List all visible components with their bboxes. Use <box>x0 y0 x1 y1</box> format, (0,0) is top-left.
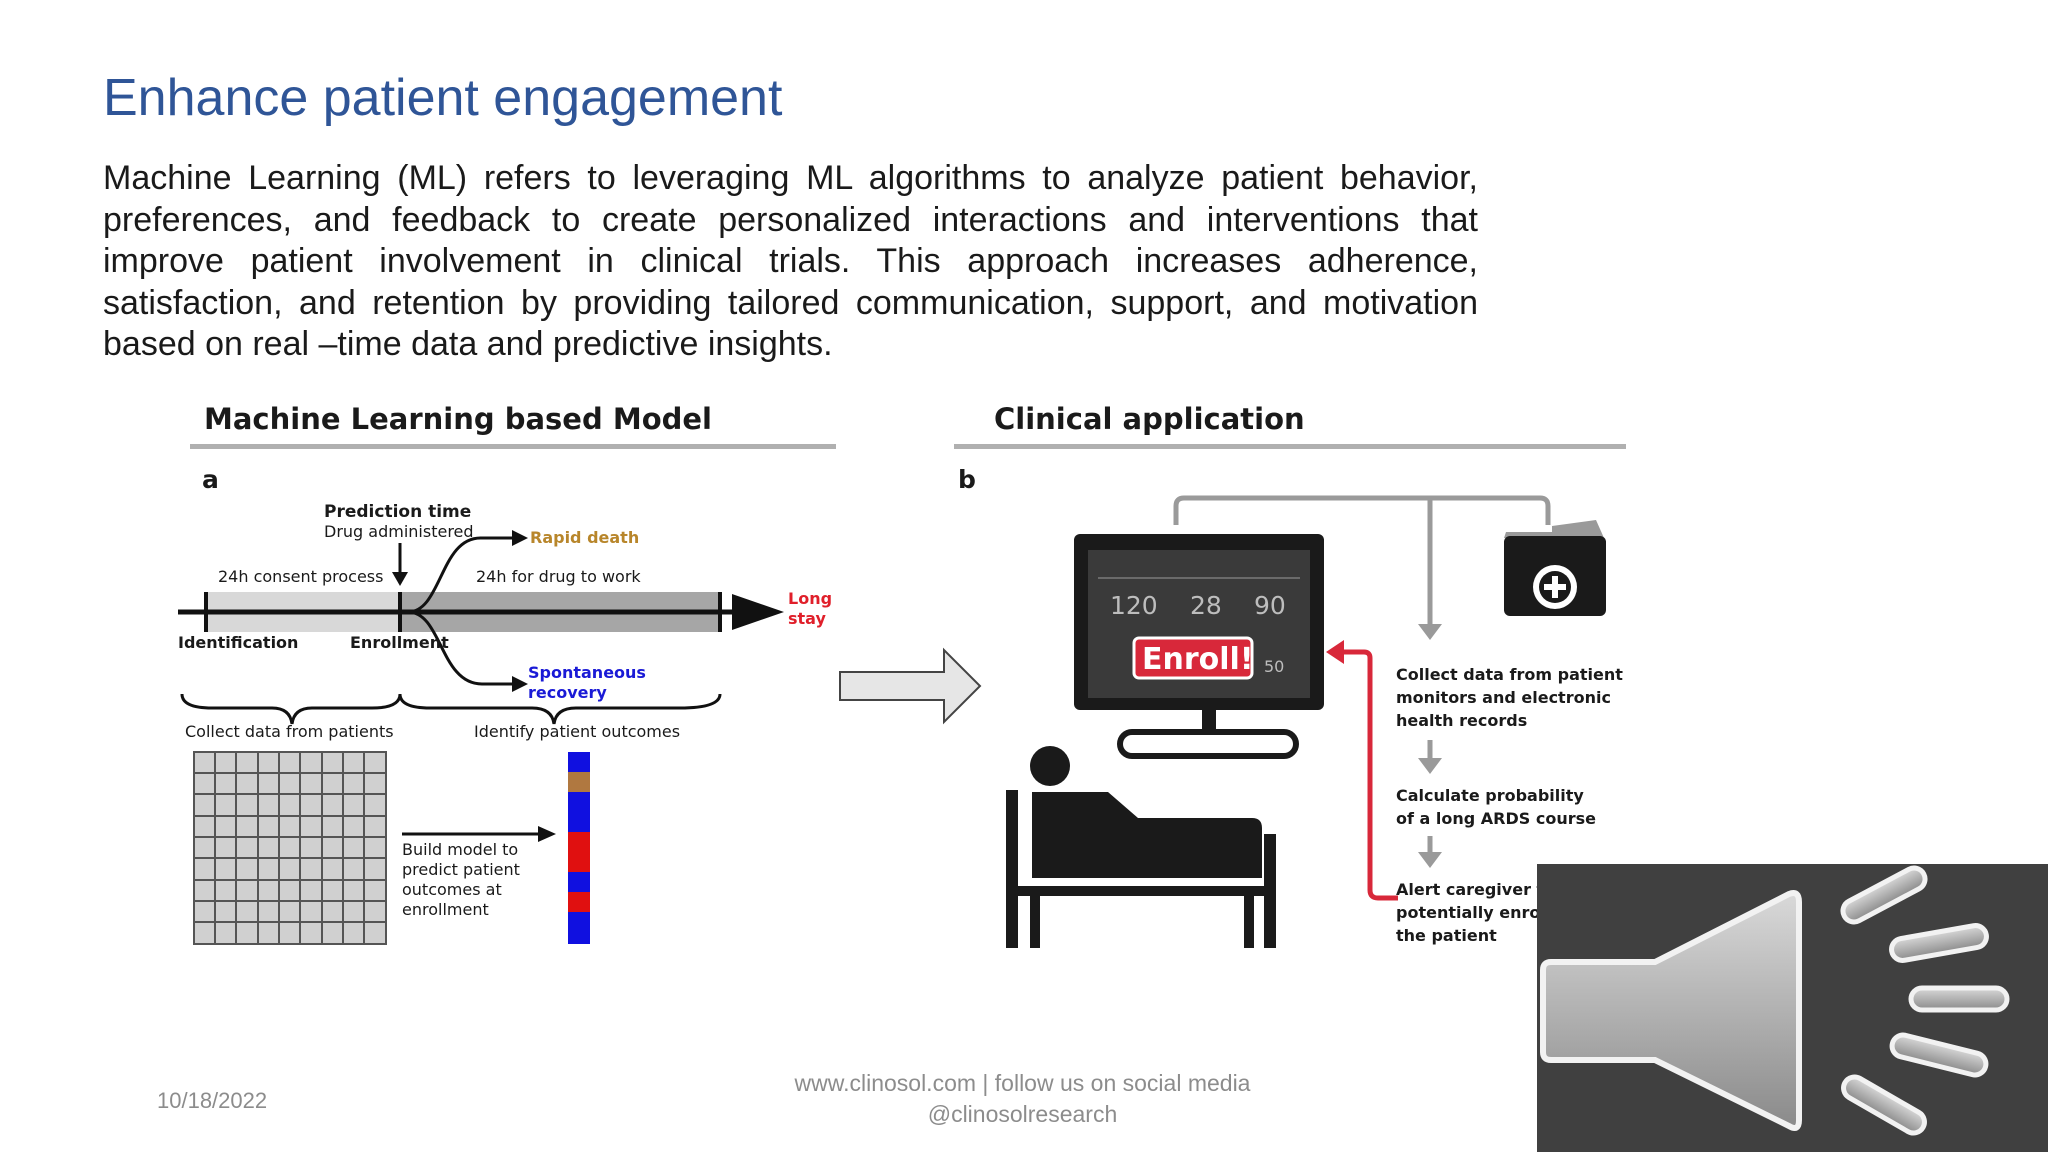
left-heading-rule <box>190 444 836 449</box>
patient-bed-icon <box>1006 746 1276 948</box>
drug-work-label: 24h for drug to work <box>476 567 641 586</box>
identify-brace <box>398 693 722 725</box>
panel-letter-a: a <box>202 465 219 494</box>
footer-social: www.clinosol.com | follow us on social m… <box>760 1068 1285 1130</box>
health-record-folder-icon <box>1504 520 1606 616</box>
enrollment-label: Enrollment <box>350 633 449 652</box>
monitor-value-2: 28 <box>1190 591 1222 620</box>
recovery-path <box>407 610 516 686</box>
monitor-value-3: 90 <box>1254 591 1286 620</box>
prediction-time-label: Prediction time <box>324 502 471 522</box>
enroll-alert-label: Enroll! <box>1142 642 1254 677</box>
timeline-drug-bar-lower <box>400 612 720 632</box>
center-flow-arrow <box>839 647 982 725</box>
monitor-value-4: 50 <box>1264 657 1284 676</box>
patient-data-grid <box>193 751 387 945</box>
slide-body-text: Machine Learning (ML) refers to leveragi… <box>103 159 1478 363</box>
step3-line1: Alert caregiver to <box>1396 880 1555 899</box>
monitor-value-1: 120 <box>1110 591 1158 620</box>
timeline-consent-bar <box>206 592 400 612</box>
build-model-label-3: outcomes at <box>402 880 502 899</box>
build-model-arrowhead <box>538 826 556 842</box>
step-arrowhead-2 <box>1418 852 1442 868</box>
outcome-column <box>568 752 590 944</box>
timeline-drug-bar <box>400 592 720 612</box>
collect-data-label: Collect data from patients <box>185 722 394 741</box>
step-arrowhead-1 <box>1418 758 1442 774</box>
footer-date: 10/18/2022 <box>157 1088 268 1113</box>
alert-feedback-path <box>1342 649 1398 901</box>
step2-line1: Calculate probability <box>1396 786 1584 805</box>
top-bracket <box>1173 495 1551 525</box>
footer-line-1: www.clinosol.com | follow us on social m… <box>794 1070 1251 1096</box>
step1-line3: health records <box>1396 711 1527 730</box>
build-model-label-2: predict patient <box>402 860 520 879</box>
ml-model-heading: Machine Learning based Model <box>204 402 712 436</box>
identification-label: Identification <box>178 633 298 652</box>
panel-letter-b: b <box>958 465 976 494</box>
long-label: Long <box>788 589 832 608</box>
rapid-death-path <box>407 536 516 614</box>
stay-label: stay <box>788 609 826 628</box>
prediction-arrowhead <box>392 572 408 586</box>
spontaneous-label: Spontaneous <box>528 663 646 682</box>
timeline-arrowhead <box>732 594 784 630</box>
speaker-icon <box>1540 865 2010 1136</box>
clinical-heading: Clinical application <box>994 402 1305 436</box>
right-heading-rule <box>954 444 1626 449</box>
recovery-label: recovery <box>528 683 607 702</box>
drug-administered-label: Drug administered <box>324 522 474 541</box>
step3-line3: the patient <box>1396 926 1497 945</box>
step1-line1: Collect data from patient <box>1396 665 1623 684</box>
step2-line2: of a long ARDS course <box>1396 809 1596 828</box>
recovery-arrowhead <box>512 676 528 692</box>
slide-title: Enhance patient engagement <box>103 69 783 127</box>
step1-line2: monitors and electronic <box>1396 688 1611 707</box>
alert-feedback-arrowhead <box>1326 640 1344 664</box>
ml-model-figure: Machine Learning based Model a Predictio… <box>178 402 1626 948</box>
enroll-alert-box <box>1132 636 1254 680</box>
collect-brace <box>180 693 402 725</box>
build-model-label-1: Build model to <box>402 840 518 859</box>
timeline-consent-bar-lower <box>206 612 400 632</box>
rapid-death-label: Rapid death <box>530 528 639 547</box>
bracket-down-arrowhead <box>1418 624 1442 640</box>
footer-line-2: @clinosolresearch <box>927 1101 1118 1127</box>
consent-process-label: 24h consent process <box>218 567 383 586</box>
build-model-label-4: enrollment <box>402 900 489 919</box>
audio-speaker-button[interactable] <box>1537 864 2048 1152</box>
identify-outcomes-label: Identify patient outcomes <box>474 722 680 741</box>
step3-line2: potentially enroll <box>1396 903 1551 922</box>
rapid-death-arrowhead <box>512 530 528 546</box>
